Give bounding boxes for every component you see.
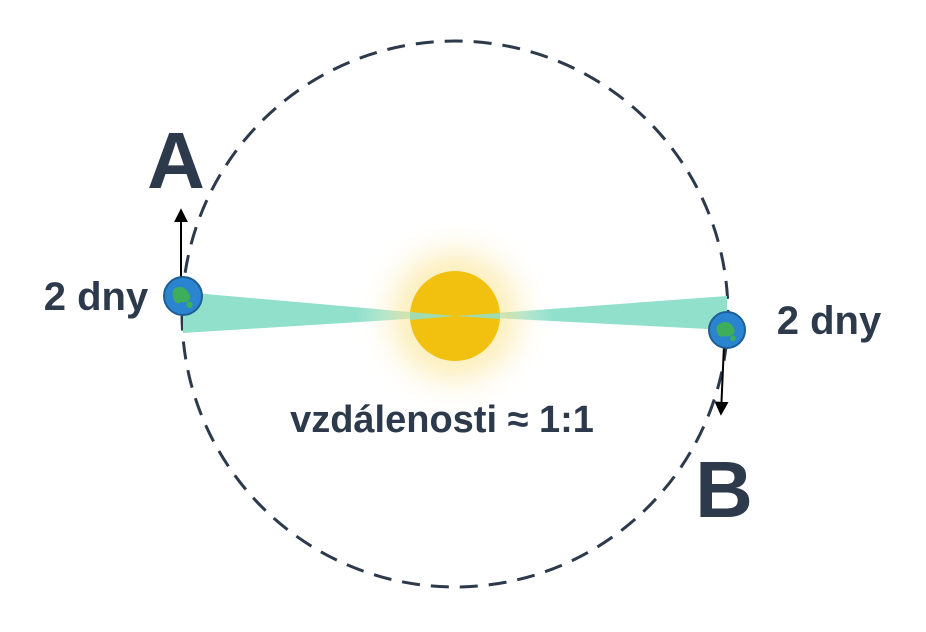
swept-area-b bbox=[455, 296, 727, 330]
velocity-arrow-b bbox=[714, 344, 729, 416]
swept-area-b-overlay bbox=[455, 313, 500, 319]
distance-ratio-label: vzdálenosti ≈ 1:1 bbox=[290, 399, 594, 441]
swept-area-a-overlay bbox=[410, 312, 455, 320]
point-a-label: A bbox=[147, 116, 205, 205]
earth-icon bbox=[708, 311, 746, 349]
time-label-b: 2 dny bbox=[777, 299, 882, 343]
swept-area-a bbox=[183, 292, 455, 333]
earth-icon bbox=[163, 276, 203, 316]
point-b-label: B bbox=[695, 445, 753, 534]
time-label-a: 2 dny bbox=[44, 275, 149, 319]
